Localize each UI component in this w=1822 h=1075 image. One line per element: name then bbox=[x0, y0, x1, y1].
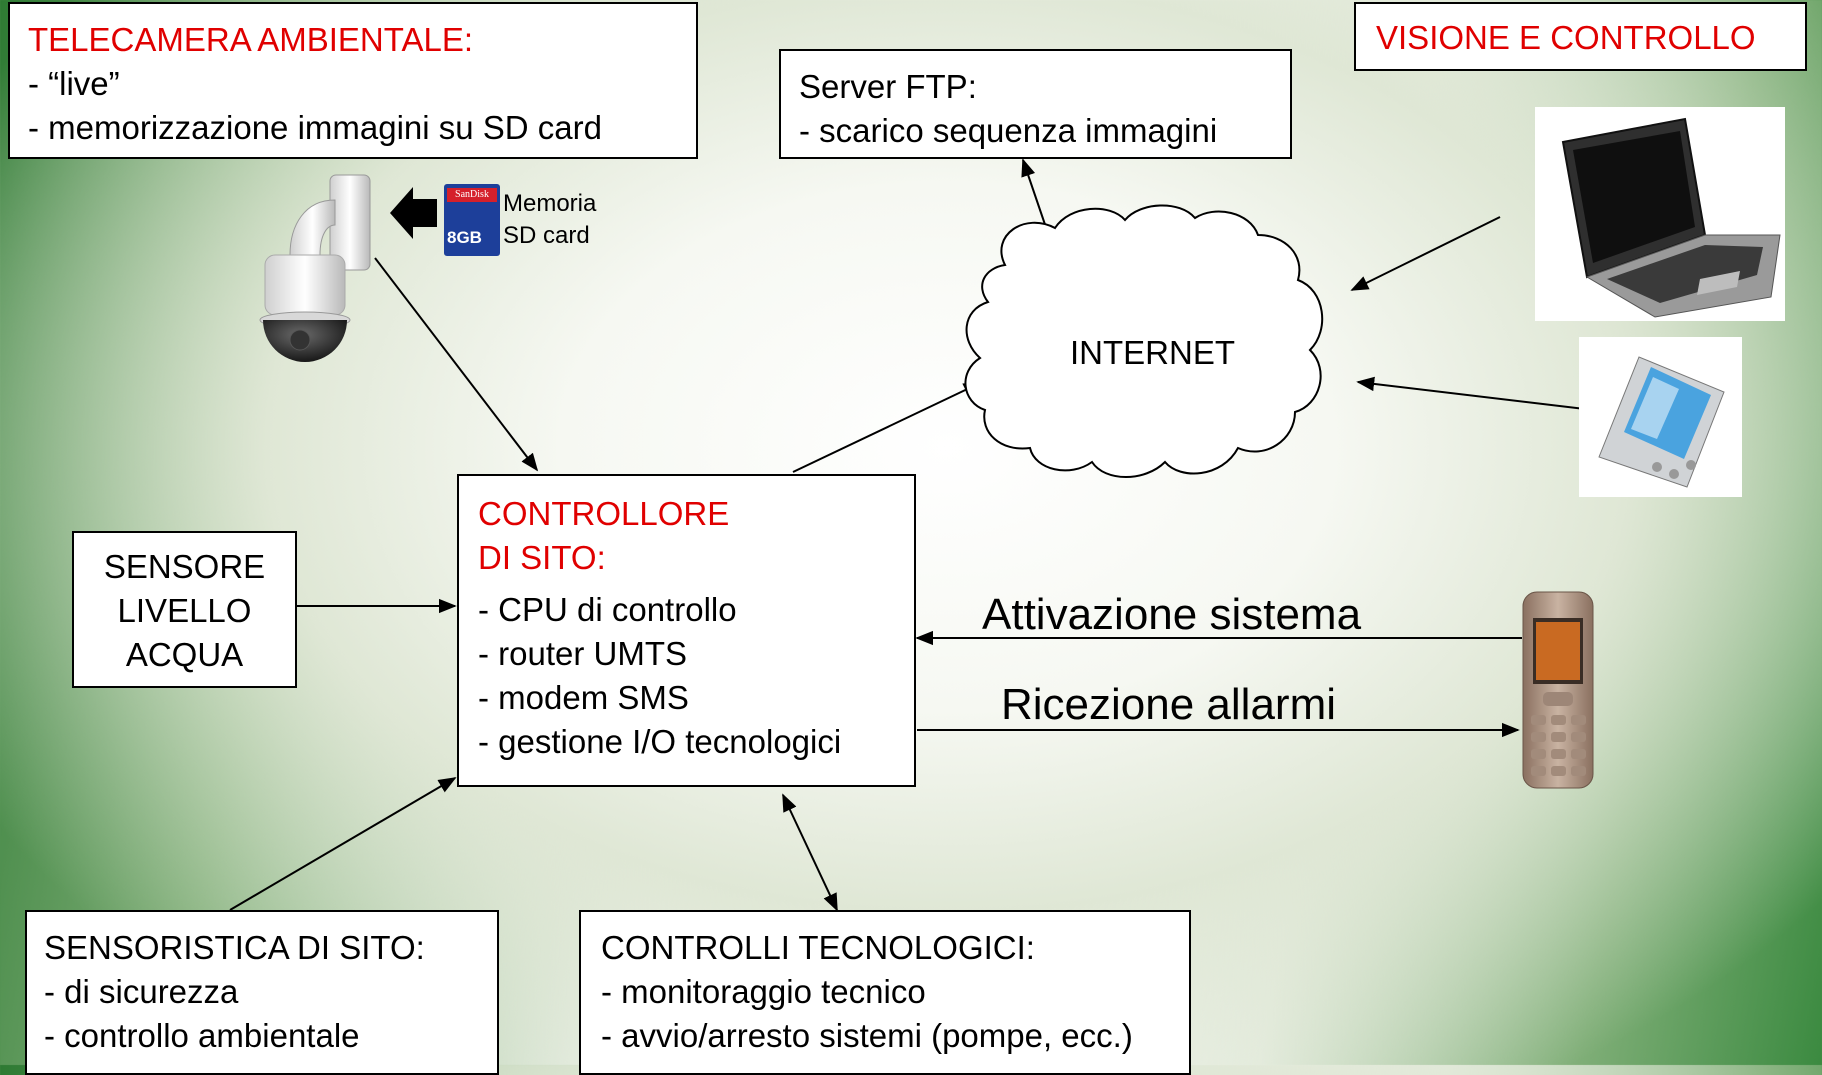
controller-title-1: CONTROLLORE bbox=[478, 495, 730, 532]
sd-card-capacity: 8GB bbox=[447, 228, 482, 247]
activation-label: Attivazione sistema bbox=[982, 590, 1362, 639]
arrow-site-sensors-to-controller bbox=[229, 777, 457, 911]
site-sensors-item-environment: - controllo ambientale bbox=[44, 1017, 360, 1054]
camera-box-item-live: - “live” bbox=[28, 65, 120, 102]
arrow-camera-to-controller bbox=[374, 257, 539, 472]
water-sensor-line-1: SENSORE bbox=[103, 548, 266, 585]
arrow-pda-to-internet bbox=[1356, 376, 1611, 413]
camera-icon bbox=[259, 174, 371, 362]
sd-card-image: SanDisk 8GB bbox=[444, 184, 500, 256]
water-sensor-line-3: ACQUA bbox=[125, 636, 244, 673]
controller-item-cpu: - CPU di controllo bbox=[478, 591, 737, 628]
controller-title-2: DI SITO: bbox=[478, 539, 606, 576]
mobile-phone-icon bbox=[1522, 591, 1594, 789]
controller-item-io: - gestione I/O tecnologici bbox=[478, 723, 842, 760]
tech-controls-title: CONTROLLI TECNOLOGICI: bbox=[601, 929, 1035, 966]
tech-controls-item-monitoring: - monitoraggio tecnico bbox=[601, 973, 926, 1010]
vision-control-title: VISIONE E CONTROLLO bbox=[1376, 19, 1756, 56]
site-sensors-box: SENSORISTICA DI SITO: - di sicurezza - c… bbox=[25, 910, 499, 1075]
sd-card-label-2: SD card bbox=[503, 222, 590, 249]
camera-box: TELECAMERA AMBIENTALE: - “live” - memori… bbox=[8, 2, 698, 159]
ftp-box-title: Server FTP: bbox=[799, 68, 977, 105]
arrow-controller-to-internet bbox=[792, 382, 982, 473]
sd-card-label-1: Memoria bbox=[503, 190, 597, 217]
internet-label: INTERNET bbox=[1070, 334, 1235, 371]
ptz-camera-image bbox=[235, 170, 385, 380]
ftp-box-item: - scarico sequenza immagini bbox=[799, 112, 1218, 149]
arrow-laptop-to-internet bbox=[1350, 216, 1501, 291]
arrow-controller-tech-controls bbox=[782, 793, 838, 912]
vision-control-box: VISIONE E CONTROLLO bbox=[1354, 2, 1807, 71]
laptop-icon bbox=[1561, 117, 1781, 318]
mobile-phone-image bbox=[1521, 590, 1595, 790]
controller-item-router: - router UMTS bbox=[478, 635, 688, 672]
laptop-image bbox=[1535, 107, 1785, 321]
site-controller-box: CONTROLLORE DI SITO: - CPU di controllo … bbox=[457, 474, 916, 787]
water-level-sensor-box: SENSORE LIVELLO ACQUA bbox=[72, 531, 297, 688]
sd-card-brand: SanDisk bbox=[447, 188, 497, 202]
camera-box-item-storage: - memorizzazione immagini su SD card bbox=[28, 109, 603, 146]
sd-card-insert-arrow bbox=[390, 187, 437, 239]
internet-cloud bbox=[964, 204, 1324, 478]
site-sensors-title: SENSORISTICA DI SITO: bbox=[44, 929, 425, 966]
site-sensors-item-security: - di sicurezza bbox=[44, 973, 239, 1010]
tech-controls-item-start-stop: - avvio/arresto sistemi (pompe, ecc.) bbox=[601, 1017, 1133, 1054]
pda-icon bbox=[1598, 356, 1725, 488]
tech-controls-box: CONTROLLI TECNOLOGICI: - monitoraggio te… bbox=[579, 910, 1191, 1075]
pda-image bbox=[1579, 337, 1742, 497]
ftp-server-box: Server FTP: - scarico sequenza immagini bbox=[779, 49, 1292, 159]
controller-item-modem: - modem SMS bbox=[478, 679, 689, 716]
alarms-label: Ricezione allarmi bbox=[1001, 680, 1337, 729]
water-sensor-line-2: LIVELLO bbox=[117, 592, 252, 629]
camera-box-title: TELECAMERA AMBIENTALE: bbox=[28, 21, 474, 58]
